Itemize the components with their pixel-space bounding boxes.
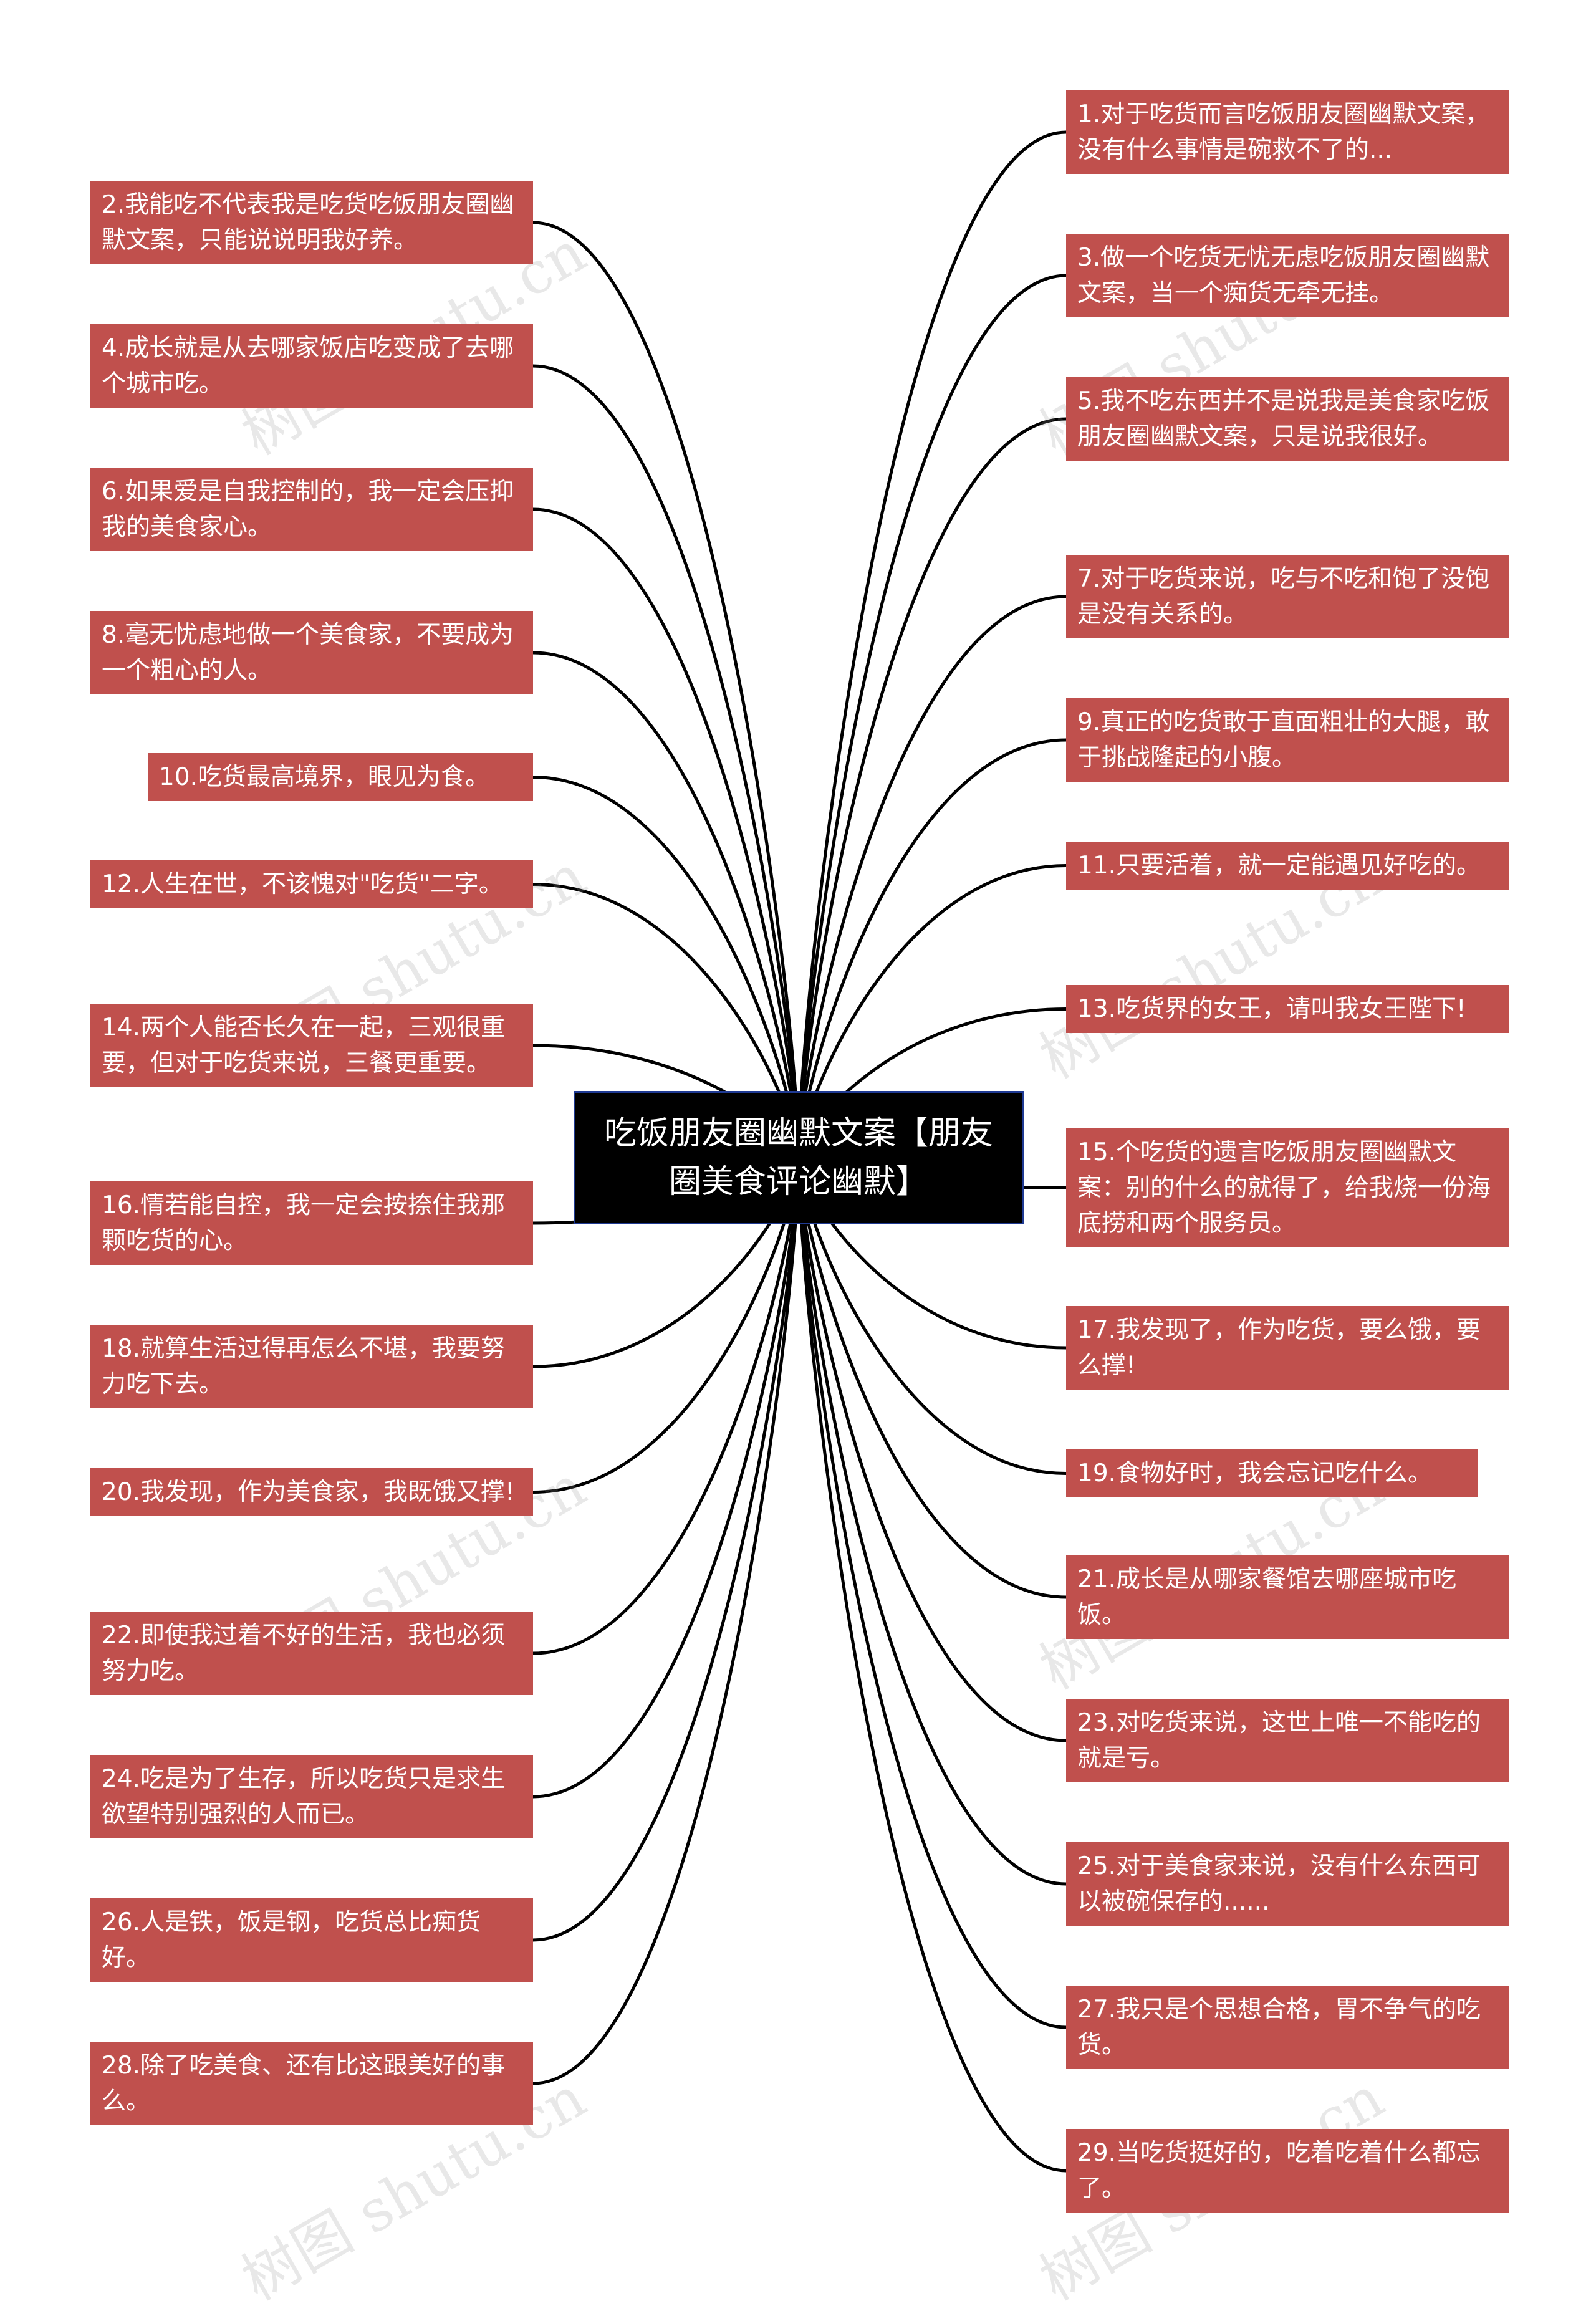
branch-node-left[interactable]: 12.人生在世，不该愧对"吃货"二字。 bbox=[90, 860, 533, 908]
branch-node-right[interactable]: 27.我只是个思想合格，胃不争气的吃货。 bbox=[1066, 1986, 1509, 2069]
connector-line bbox=[532, 221, 800, 1158]
connector-line bbox=[797, 417, 1067, 1158]
connector-line bbox=[797, 130, 1067, 1158]
branch-node-left[interactable]: 16.情若能自控，我一定会按捺住我那颗吃货的心。 bbox=[90, 1181, 533, 1265]
connector-line bbox=[797, 1157, 1067, 2173]
branch-node-right[interactable]: 19.食物好时，我会忘记吃什么。 bbox=[1066, 1449, 1478, 1497]
branch-node-right[interactable]: 13.吃货界的女王，请叫我女王陛下! bbox=[1066, 985, 1509, 1033]
connector-line bbox=[797, 274, 1067, 1158]
connector-line bbox=[532, 1157, 800, 1942]
branch-node-left[interactable]: 14.两个人能否长久在一起，三观很重要，但对于吃货来说，三餐更重要。 bbox=[90, 1004, 533, 1087]
branch-node-left[interactable]: 28.除了吃美食、还有比这跟美好的事么。 bbox=[90, 2042, 533, 2125]
branch-node-right[interactable]: 29.当吃货挺好的，吃着吃着什么都忘了。 bbox=[1066, 2129, 1509, 2213]
branch-node-right[interactable]: 5.我不吃东西并不是说我是美食家吃饭朋友圈幽默文案，只是说我很好。 bbox=[1066, 377, 1509, 461]
branch-node-left[interactable]: 20.我发现，作为美食家，我既饿又撑! bbox=[90, 1468, 533, 1516]
branch-node-right[interactable]: 15.个吃货的遗言吃饭朋友圈幽默文案：别的什么的就得了，给我烧一份海底捞和两个服… bbox=[1066, 1128, 1509, 1247]
connector-line bbox=[532, 1157, 800, 1799]
center-topic-node[interactable]: 吃饭朋友圈幽默文案【朋友圈美食评论幽默】 bbox=[574, 1091, 1024, 1224]
branch-node-right[interactable]: 1.对于吃货而言吃饭朋友圈幽默文案，没有什么事情是碗救不了的... bbox=[1066, 90, 1509, 174]
branch-node-left[interactable]: 22.即使我过着不好的生活，我也必须努力吃。 bbox=[90, 1612, 533, 1695]
branch-node-right[interactable]: 21.成长是从哪家餐馆去哪座城市吃饭。 bbox=[1066, 1555, 1509, 1639]
connector-line bbox=[532, 1157, 800, 2085]
branch-node-left[interactable]: 2.我能吃不代表我是吃货吃饭朋友圈幽默文案，只能说说明我好养。 bbox=[90, 181, 533, 264]
branch-node-left[interactable]: 26.人是铁，饭是钢，吃货总比痴货好。 bbox=[90, 1898, 533, 1982]
connector-line bbox=[797, 1157, 1067, 1886]
branch-node-right[interactable]: 9.真正的吃货敢于直面粗壮的大腿，敢于挑战隆起的小腹。 bbox=[1066, 698, 1509, 782]
branch-node-right[interactable]: 25.对于美食家来说，没有什么东西可以被碗保存的...... bbox=[1066, 1842, 1509, 1926]
branch-node-right[interactable]: 17.我发现了，作为吃货，要么饿，要么撑! bbox=[1066, 1306, 1509, 1390]
branch-node-left[interactable]: 6.如果爱是自我控制的，我一定会压抑我的美食家心。 bbox=[90, 468, 533, 551]
connector-line bbox=[797, 1157, 1067, 2029]
connector-line bbox=[532, 507, 800, 1158]
branch-node-left[interactable]: 8.毫无忧虑地做一个美食家，不要成为一个粗心的人。 bbox=[90, 611, 533, 694]
branch-node-left[interactable]: 10.吃货最高境界，眼见为食。 bbox=[148, 753, 533, 801]
connector-line bbox=[532, 364, 800, 1158]
connector-line bbox=[797, 595, 1067, 1158]
branch-node-right[interactable]: 11.只要活着，就一定能遇见好吃的。 bbox=[1066, 842, 1509, 890]
branch-node-right[interactable]: 7.对于吃货来说，吃与不吃和饱了没饱是没有关系的。 bbox=[1066, 555, 1509, 638]
branch-node-right[interactable]: 23.对吃货来说，这世上唯一不能吃的就是亏。 bbox=[1066, 1699, 1509, 1782]
branch-node-left[interactable]: 24.吃是为了生存，所以吃货只是求生欲望特别强烈的人而已。 bbox=[90, 1755, 533, 1838]
branch-node-left[interactable]: 4.成长就是从去哪家饭店吃变成了去哪个城市吃。 bbox=[90, 324, 533, 408]
branch-node-right[interactable]: 3.做一个吃货无忧无虑吃饭朋友圈幽默文案，当一个痴货无牵无挂。 bbox=[1066, 234, 1509, 317]
branch-node-left[interactable]: 18.就算生活过得再怎么不堪，我要努力吃下去。 bbox=[90, 1325, 533, 1408]
